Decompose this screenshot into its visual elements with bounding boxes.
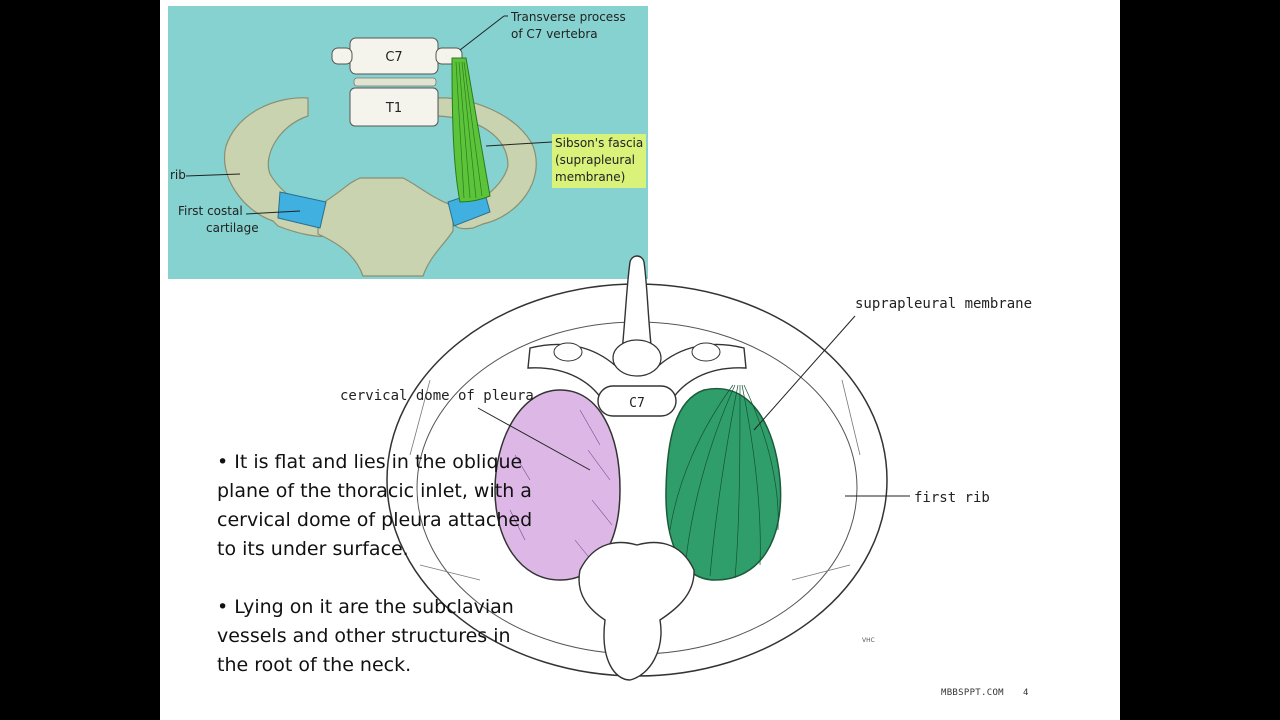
sibson-label-1: Sibson's fascia xyxy=(555,136,643,150)
bullet-item: • It is flat and lies in the oblique pla… xyxy=(217,451,533,560)
footer-site: MBBSPPT.COM xyxy=(941,688,1004,698)
suprapleural-membrane-figure: C7 suprapleural membrane cervical dome o… xyxy=(340,255,1032,681)
intervertebral-disc xyxy=(353,77,437,87)
vertebral-foramen xyxy=(612,339,662,377)
fascia-fibres xyxy=(455,61,483,199)
bullet-item: • Lying on it are the subclavian vessels… xyxy=(217,596,514,676)
slide: C7 T1 Transverse process of C7 vertebra … xyxy=(160,0,1120,720)
vertebral-body xyxy=(597,385,677,417)
leader-dome xyxy=(477,407,591,471)
t1-vertebra xyxy=(349,87,439,127)
c7-label: C7 xyxy=(385,50,402,65)
transverse-label-2: of C7 vertebra xyxy=(511,27,598,41)
left-transverse-foramen xyxy=(553,342,583,362)
leader-cartilage xyxy=(245,210,301,215)
leader-sibson xyxy=(485,141,553,147)
left-rib xyxy=(224,97,334,238)
right-rib xyxy=(437,97,537,230)
cartilage-label-1: First costal xyxy=(178,204,243,218)
cartilage-label-2: cartilage xyxy=(206,221,259,235)
bullet-list: • It is flat and lies in the oblique pla… xyxy=(217,448,547,680)
leader-suprapleural xyxy=(753,315,856,431)
vertebral-arch xyxy=(527,343,747,411)
suprapleural-membrane xyxy=(665,387,782,581)
leader-transverse xyxy=(459,15,505,51)
c7-body-label: C7 xyxy=(629,396,645,411)
first-rib-label: first rib xyxy=(914,490,990,506)
sibson-highlight xyxy=(552,134,646,188)
membrane-fibres xyxy=(669,384,779,579)
cervical-dome-of-pleura xyxy=(494,389,621,581)
transverse-label-1: Transverse process xyxy=(510,10,626,24)
left-costal-cartilage xyxy=(277,191,327,229)
sibson-label-2: (suprapleural xyxy=(555,153,635,167)
manubrium xyxy=(317,177,454,277)
rib-label: rib xyxy=(170,168,186,182)
sibson-label-3: membrane) xyxy=(555,170,625,184)
manubrium-sterni xyxy=(578,541,695,681)
suprapleural-membrane-label: suprapleural membrane xyxy=(855,296,1032,312)
artist-signature: VHC xyxy=(862,637,875,644)
t1-label: T1 xyxy=(385,101,402,116)
right-transverse-foramen xyxy=(691,342,721,362)
c7-left-process xyxy=(331,47,353,65)
thoracic-inlet-figure: C7 T1 Transverse process of C7 vertebra … xyxy=(168,6,648,279)
leader-rib xyxy=(185,173,241,177)
page-number: 4 xyxy=(1023,688,1029,698)
cervical-dome-label: cervical dome of pleura xyxy=(340,388,534,404)
